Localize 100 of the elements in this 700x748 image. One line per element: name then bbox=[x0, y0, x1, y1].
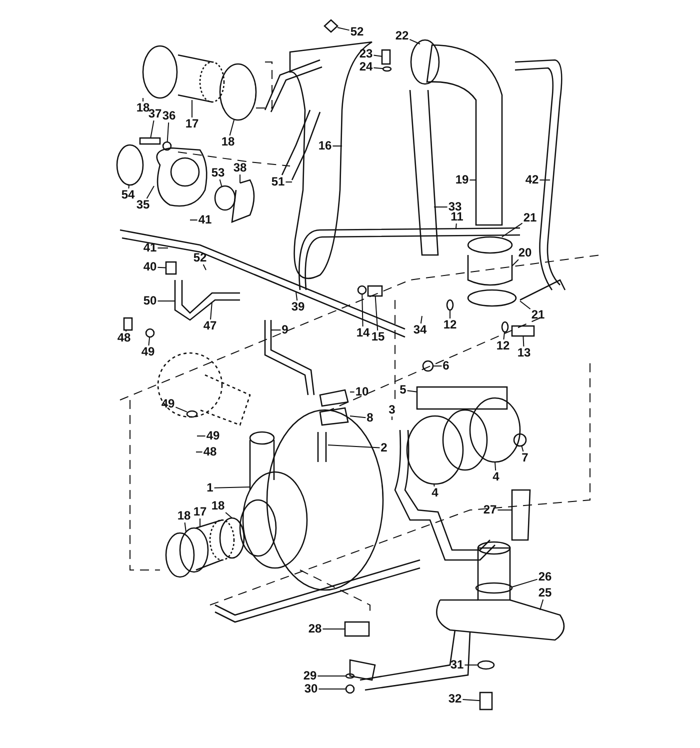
leader-line bbox=[420, 316, 422, 324]
callout-number: 21 bbox=[530, 308, 546, 322]
gasket-plate-drawing bbox=[416, 386, 508, 410]
callout-number: 14 bbox=[355, 326, 371, 340]
callout-number: 54 bbox=[120, 188, 136, 202]
leader-line bbox=[225, 512, 232, 518]
leader-line bbox=[464, 664, 478, 666]
washer-drawing bbox=[357, 285, 367, 295]
nut-drawing bbox=[513, 433, 527, 447]
callout-number: 34 bbox=[412, 324, 428, 336]
callout-number: 24 bbox=[358, 60, 374, 74]
filter-drawing bbox=[479, 692, 493, 710]
callout-number: 52 bbox=[349, 26, 365, 38]
gasket-drawing bbox=[344, 621, 370, 637]
leader-line bbox=[373, 67, 384, 70]
leader-line bbox=[374, 296, 378, 331]
leader-line bbox=[540, 599, 544, 610]
leader-line bbox=[219, 179, 222, 186]
hose-clip-drawing bbox=[324, 19, 338, 33]
leader-line bbox=[520, 300, 531, 310]
callout-number: 48 bbox=[116, 332, 132, 344]
callout-number: 6 bbox=[442, 360, 450, 372]
leader-line bbox=[522, 336, 524, 347]
callout-number: 15 bbox=[370, 330, 386, 344]
bolt-drawing bbox=[139, 137, 161, 145]
leader-line bbox=[157, 266, 166, 268]
callout-number: 21 bbox=[522, 212, 538, 224]
leader-line bbox=[157, 300, 176, 302]
leader-line bbox=[501, 222, 523, 238]
callout-number: 8 bbox=[366, 412, 374, 424]
callout-number: 30 bbox=[303, 682, 319, 696]
callout-number: 49 bbox=[205, 430, 221, 442]
leader-line bbox=[175, 406, 188, 412]
callout-number: 16 bbox=[317, 140, 333, 152]
washer-drawing bbox=[501, 321, 509, 333]
leader-line bbox=[434, 206, 448, 208]
callout-number: 29 bbox=[302, 670, 318, 682]
callout-number: 53 bbox=[210, 166, 226, 180]
callout-number: 18 bbox=[176, 510, 192, 522]
leader-line bbox=[503, 332, 505, 340]
leader-line bbox=[184, 522, 186, 532]
callout-number: 20 bbox=[517, 246, 533, 260]
bolt-drawing bbox=[367, 285, 383, 297]
leader-line bbox=[318, 688, 346, 690]
leader-line bbox=[373, 54, 382, 57]
callout-number: 50 bbox=[142, 294, 158, 308]
callout-number: 11 bbox=[450, 210, 464, 224]
callout-number: 28 bbox=[307, 622, 323, 636]
leader-line bbox=[166, 122, 170, 142]
leader-line bbox=[328, 444, 380, 448]
callout-number: 38 bbox=[232, 162, 248, 174]
callout-number: 49 bbox=[160, 398, 176, 410]
leader-line bbox=[521, 446, 524, 452]
callout-number: 48 bbox=[202, 446, 218, 458]
washer-drawing bbox=[162, 141, 172, 151]
leader-line bbox=[350, 416, 366, 418]
callout-number: 47 bbox=[202, 320, 218, 332]
leader-line bbox=[362, 294, 364, 327]
banjo-bolt-drawing bbox=[165, 261, 177, 275]
bolt-drawing bbox=[381, 49, 391, 65]
callout-number: 19 bbox=[454, 174, 470, 186]
callout-number: 42 bbox=[524, 174, 540, 186]
leader-line bbox=[462, 699, 480, 702]
leader-line bbox=[512, 578, 538, 588]
callout-number: 35 bbox=[135, 198, 151, 212]
callout-number: 52 bbox=[192, 252, 208, 264]
callout-number: 2 bbox=[380, 442, 388, 454]
callout-number: 10 bbox=[354, 386, 370, 398]
callout-number: 7 bbox=[520, 452, 530, 464]
leader-line bbox=[434, 484, 435, 487]
callout-number: 49 bbox=[140, 346, 156, 358]
callout-number: 9 bbox=[280, 324, 290, 336]
leader-line bbox=[128, 184, 130, 189]
leader-line bbox=[337, 27, 350, 31]
callout-number: 26 bbox=[537, 570, 553, 584]
washer-drawing bbox=[186, 410, 198, 418]
callout-number: 17 bbox=[192, 506, 208, 518]
sealing-ring-drawing bbox=[477, 660, 495, 670]
nut-drawing bbox=[345, 684, 355, 694]
callout-number: 12 bbox=[442, 318, 458, 332]
callout-number: 27 bbox=[482, 504, 498, 516]
callout-number: 41 bbox=[197, 214, 213, 226]
leader-line bbox=[229, 120, 234, 136]
washer-drawing bbox=[446, 299, 454, 311]
callout-number: 18 bbox=[210, 500, 226, 512]
leader-line bbox=[456, 223, 457, 228]
washer-drawing bbox=[382, 66, 392, 72]
leader-line bbox=[150, 120, 154, 138]
callout-number: 18 bbox=[135, 102, 151, 114]
callout-number: 33 bbox=[447, 200, 463, 214]
callout-number: 31 bbox=[449, 658, 465, 672]
callout-number: 32 bbox=[447, 692, 463, 706]
washer-drawing bbox=[145, 328, 155, 338]
callout-number: 39 bbox=[290, 300, 306, 314]
callout-number: 51 bbox=[270, 176, 286, 188]
nut-drawing bbox=[422, 360, 434, 372]
callout-number: 5 bbox=[398, 384, 408, 396]
callout-number: 13 bbox=[516, 346, 532, 360]
callout-number: 36 bbox=[161, 110, 177, 122]
leader-line bbox=[142, 98, 144, 102]
